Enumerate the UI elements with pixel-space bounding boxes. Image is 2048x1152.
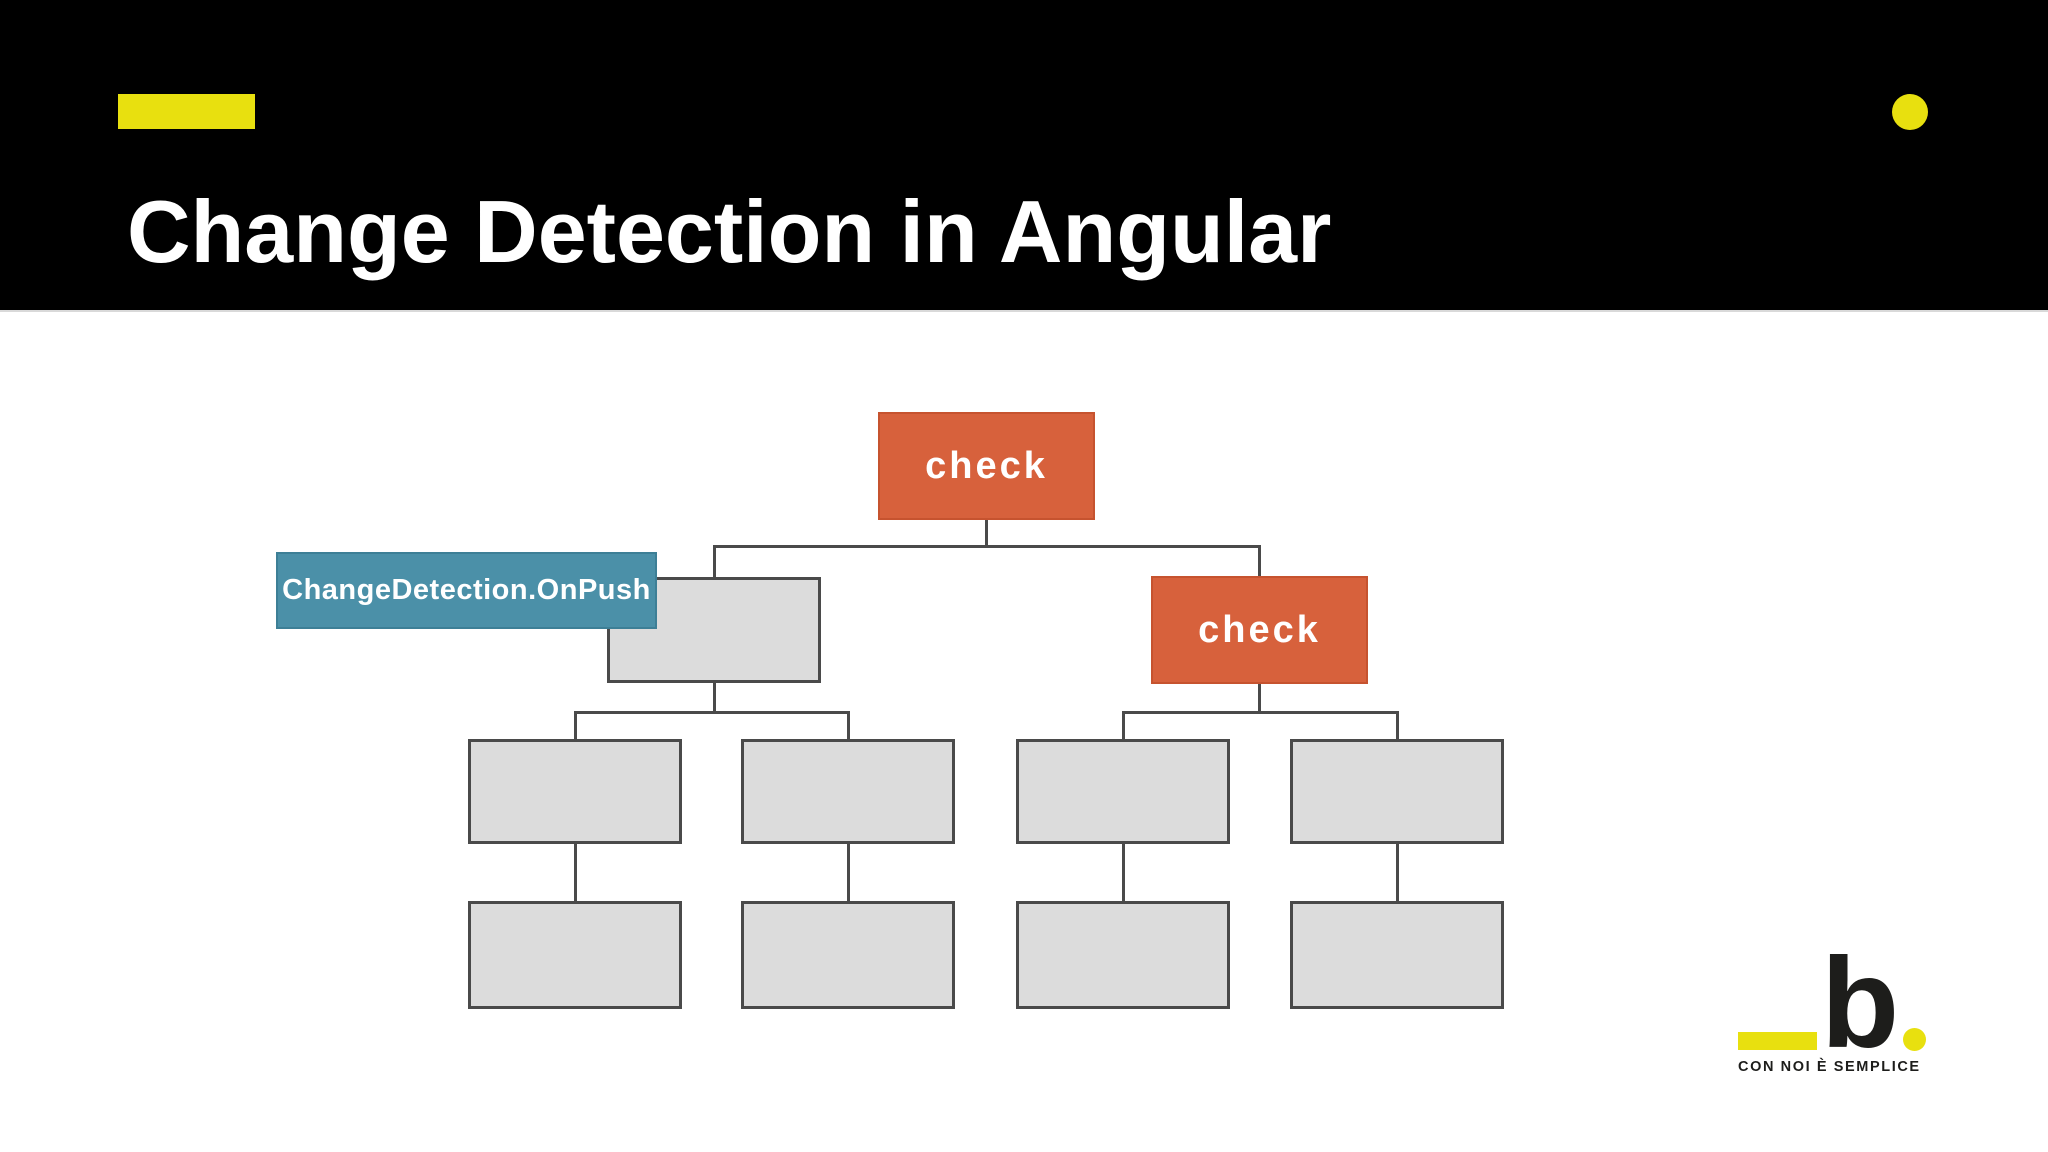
connector <box>1122 711 1125 740</box>
onpush-callout: ChangeDetection.OnPush <box>276 552 657 629</box>
check-label: check <box>1198 608 1321 651</box>
node-leaf-3 <box>1016 901 1230 1009</box>
connector <box>1396 844 1399 902</box>
node-grandchild-3 <box>1016 739 1230 844</box>
connector <box>1258 545 1261 577</box>
yellow-accent-bar <box>118 94 255 129</box>
connector <box>1396 711 1399 740</box>
node-leaf-2 <box>741 901 955 1009</box>
connector <box>847 711 850 740</box>
connector <box>713 545 716 578</box>
check-label: check <box>925 444 1048 487</box>
logo-tagline: CON NOI È SEMPLICE <box>1738 1059 1921 1075</box>
connector <box>574 711 850 714</box>
connector <box>1258 684 1261 714</box>
logo-dot-icon <box>1903 1028 1926 1051</box>
logo-underscore-bar <box>1738 1032 1817 1050</box>
connector <box>1122 844 1125 902</box>
node-leaf-4 <box>1290 901 1504 1009</box>
node-grandchild-2 <box>741 739 955 844</box>
header-band: Change Detection in Angular <box>0 0 2048 312</box>
node-grandchild-1 <box>468 739 682 844</box>
node-child-check: check <box>1151 576 1368 684</box>
connector <box>574 844 577 902</box>
yellow-accent-dot <box>1892 94 1928 130</box>
logo-letter: b <box>1821 932 1900 1075</box>
node-leaf-1 <box>468 901 682 1009</box>
connector <box>847 844 850 902</box>
node-root-check: check <box>878 412 1095 520</box>
node-grandchild-4 <box>1290 739 1504 844</box>
onpush-label: ChangeDetection.OnPush <box>282 574 651 606</box>
connector <box>574 711 577 740</box>
connector <box>1122 711 1399 714</box>
connector <box>713 683 716 714</box>
page-title: Change Detection in Angular <box>127 182 1332 281</box>
connector <box>713 545 1261 548</box>
connector <box>985 520 988 548</box>
